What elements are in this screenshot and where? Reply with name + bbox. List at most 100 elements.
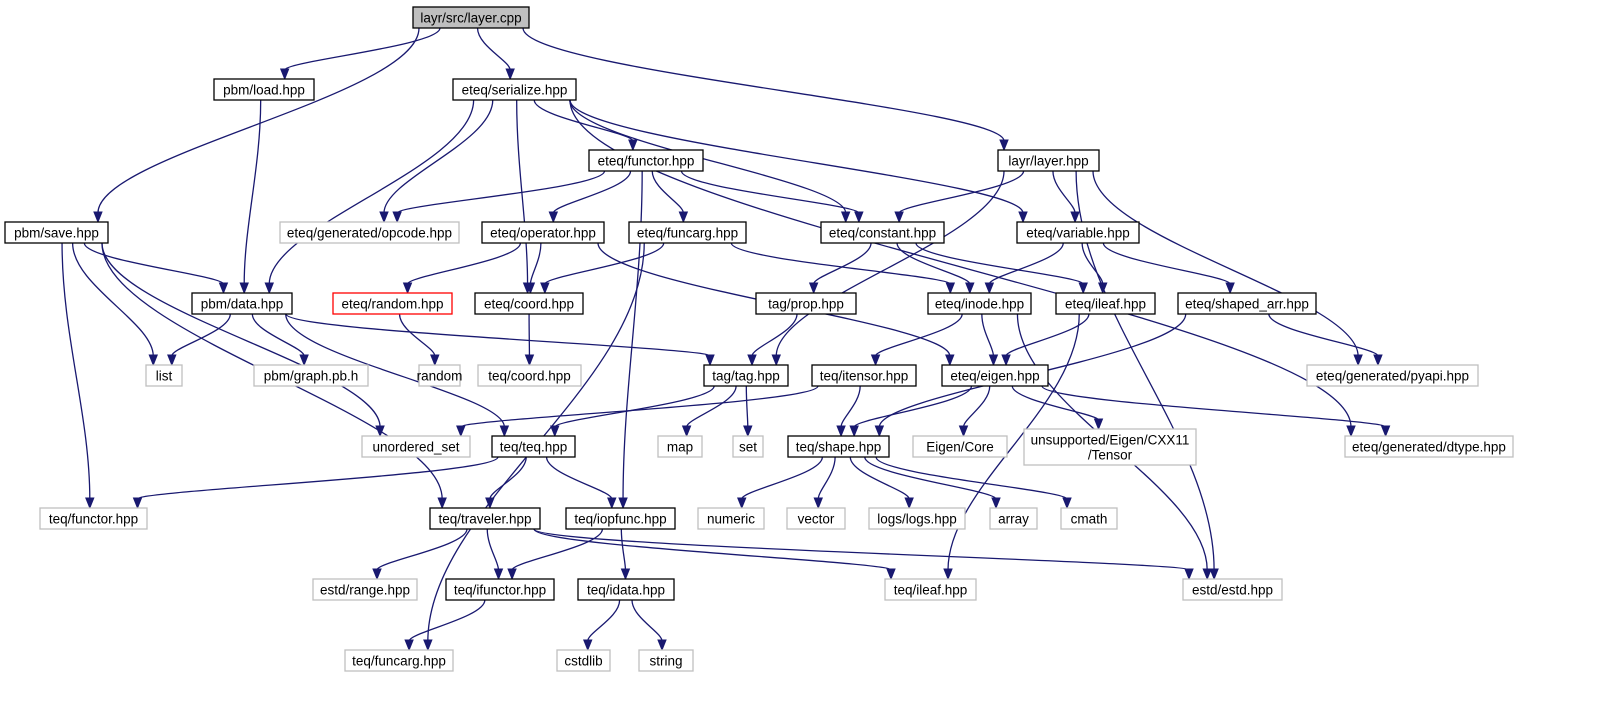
node-eteq_operator[interactable]: eteq/operator.hpp [481, 221, 605, 244]
edge-layr_layer-to-tag_tag [775, 170, 1005, 357]
node-teq_teq[interactable]: teq/teq.hpp [491, 435, 576, 458]
arrowhead-teq_ifunctor [507, 568, 517, 581]
arrowhead-estd_range [372, 568, 382, 581]
node-tag_prop[interactable]: tag/prop.hpp [755, 292, 857, 315]
node-eteq_constant[interactable]: eteq/constant.hpp [820, 221, 945, 244]
arrowhead-eteq_eigen [945, 354, 955, 367]
edge-teq_idata-to-cstdlib [587, 599, 621, 642]
node-label: eteq/variable.hpp [1026, 226, 1130, 241]
node-eteq_ileaf[interactable]: eteq/ileaf.hpp [1055, 292, 1156, 315]
arrowhead-list [167, 354, 177, 367]
arrowhead-pbm_data [239, 282, 249, 295]
edge-pbm_save-to-list [71, 242, 154, 357]
node-box [657, 435, 703, 458]
node-teq_itensor[interactable]: teq/itensor.hpp [811, 364, 917, 387]
node-teq_idata[interactable]: teq/idata.hpp [577, 578, 675, 601]
arrowhead-estd_estd [1184, 568, 1194, 581]
edges-layer [61, 27, 1391, 652]
node-box [556, 649, 611, 672]
edge-eteq_random-to-random [398, 313, 436, 357]
node-eteq_gen_dtype: eteq/generated/dtype.hpp [1344, 435, 1514, 458]
node-layr_layer[interactable]: layr/layer.hpp [997, 149, 1100, 172]
node-box [628, 221, 747, 244]
edge-eteq_serialize-to-eteq_constant [569, 99, 847, 214]
node-label: teq/coord.hpp [488, 369, 571, 384]
node-eteq_serialize[interactable]: eteq/serialize.hpp [452, 78, 577, 101]
node-box [732, 435, 764, 458]
node-pbm_load[interactable]: pbm/load.hpp [213, 78, 315, 101]
edge-eteq_operator-to-eteq_random [406, 242, 522, 285]
node-label: tag/tag.hpp [712, 369, 780, 384]
node-eteq_functor[interactable]: eteq/functor.hpp [588, 149, 704, 172]
edge-eteq_eigen-to-unsupported_tensor [1011, 385, 1100, 421]
node-label: teq/traveler.hpp [438, 512, 531, 527]
edge-teq_shape-to-logs_logs [849, 456, 910, 500]
edge-eteq_variable-to-eteq_ileaf [1081, 242, 1104, 285]
arrowhead-teq_traveler [485, 497, 495, 510]
node-label: eteq/funcarg.hpp [637, 226, 738, 241]
edge-teq_traveler-to-teq_ileaf [533, 528, 892, 571]
node-cstdlib: cstdlib [556, 649, 611, 672]
node-label: eteq/ileaf.hpp [1065, 297, 1146, 312]
edge-pbm_save-to-unordered_set [101, 242, 381, 428]
arrowhead-eteq_ileaf [1078, 282, 1088, 295]
edge-teq_traveler-to-teq_ifunctor [486, 528, 500, 571]
node-eteq_funcarg[interactable]: eteq/funcarg.hpp [628, 221, 747, 244]
edge-eteq_serialize-to-eteq_variable [569, 99, 1024, 214]
edge-teq_shape-to-array [864, 456, 997, 500]
arrowhead-eteq_gen_pyapi [1353, 354, 1363, 367]
node-box [1060, 507, 1118, 530]
node-box [332, 292, 453, 315]
arrowhead-pbm_graph_pb [299, 354, 309, 367]
node-eteq_eigen[interactable]: eteq/eigen.hpp [941, 364, 1049, 387]
node-box [253, 364, 369, 387]
edge-layr_layer-to-eteq_variable [1052, 170, 1076, 214]
edge-teq_traveler-to-estd_estd [533, 528, 1190, 571]
node-eteq_shaped_arr[interactable]: eteq/shaped_arr.hpp [1177, 292, 1317, 315]
node-eteq_variable[interactable]: eteq/variable.hpp [1016, 221, 1140, 244]
node-label: eteq/shaped_arr.hpp [1185, 297, 1309, 312]
node-pbm_save[interactable]: pbm/save.hpp [4, 221, 109, 244]
arrowhead-array [991, 497, 1001, 510]
node-teq_traveler[interactable]: teq/traveler.hpp [429, 507, 541, 530]
node-unordered_set: unordered_set [361, 435, 471, 458]
arrowhead-eteq_gen_opcode [392, 211, 402, 224]
node-label: map [667, 440, 693, 455]
node-root[interactable]: layr/src/layer.cpp [412, 6, 530, 29]
node-label: eteq/coord.hpp [484, 297, 574, 312]
arrowhead-unordered_set [456, 425, 466, 438]
node-teq_ifunctor[interactable]: teq/ifunctor.hpp [445, 578, 555, 601]
node-box [1182, 578, 1283, 601]
node-box [145, 364, 183, 387]
node-label: eteq/generated/dtype.hpp [1352, 440, 1506, 455]
node-box [703, 364, 789, 387]
edge-eteq_functor-to-eteq_operator [552, 170, 632, 214]
node-teq_shape[interactable]: teq/shape.hpp [787, 435, 890, 458]
node-pbm_data[interactable]: pbm/data.hpp [191, 292, 293, 315]
arrowhead-cstdlib [583, 639, 593, 652]
arrowhead-tag_tag [771, 354, 781, 367]
arrowhead-eteq_operator [548, 211, 559, 224]
edge-eteq_funcarg-to-eteq_coord [544, 242, 665, 285]
node-tag_tag[interactable]: tag/tag.hpp [703, 364, 789, 387]
node-label: teq/funcarg.hpp [352, 654, 446, 669]
node-eteq_coord[interactable]: eteq/coord.hpp [474, 292, 584, 315]
node-teq_iopfunc[interactable]: teq/iopfunc.hpp [565, 507, 676, 530]
node-estd_range: estd/range.hpp [312, 578, 418, 601]
node-label: cmath [1071, 512, 1108, 527]
node-box [213, 78, 315, 101]
edge-eteq_operator-to-eteq_coord [529, 242, 542, 285]
node-label: teq/teq.hpp [500, 440, 568, 455]
edge-tag_prop-to-tag_tag [751, 313, 798, 357]
node-label: eteq/generated/pyapi.hpp [1316, 369, 1469, 384]
edge-eteq_ileaf-to-teq_ileaf [947, 313, 1080, 571]
node-array: array [989, 507, 1038, 530]
node-eteq_inode[interactable]: eteq/inode.hpp [927, 292, 1032, 315]
node-box [429, 507, 541, 530]
arrowhead-teq_ileaf [943, 568, 953, 581]
arrowhead-random [430, 354, 440, 367]
edge-eteq_inode-to-eteq_eigen [981, 313, 995, 357]
edge-eteq_serialize-to-eteq_functor [533, 99, 634, 142]
node-map: map [657, 435, 703, 458]
node-box [868, 507, 966, 530]
